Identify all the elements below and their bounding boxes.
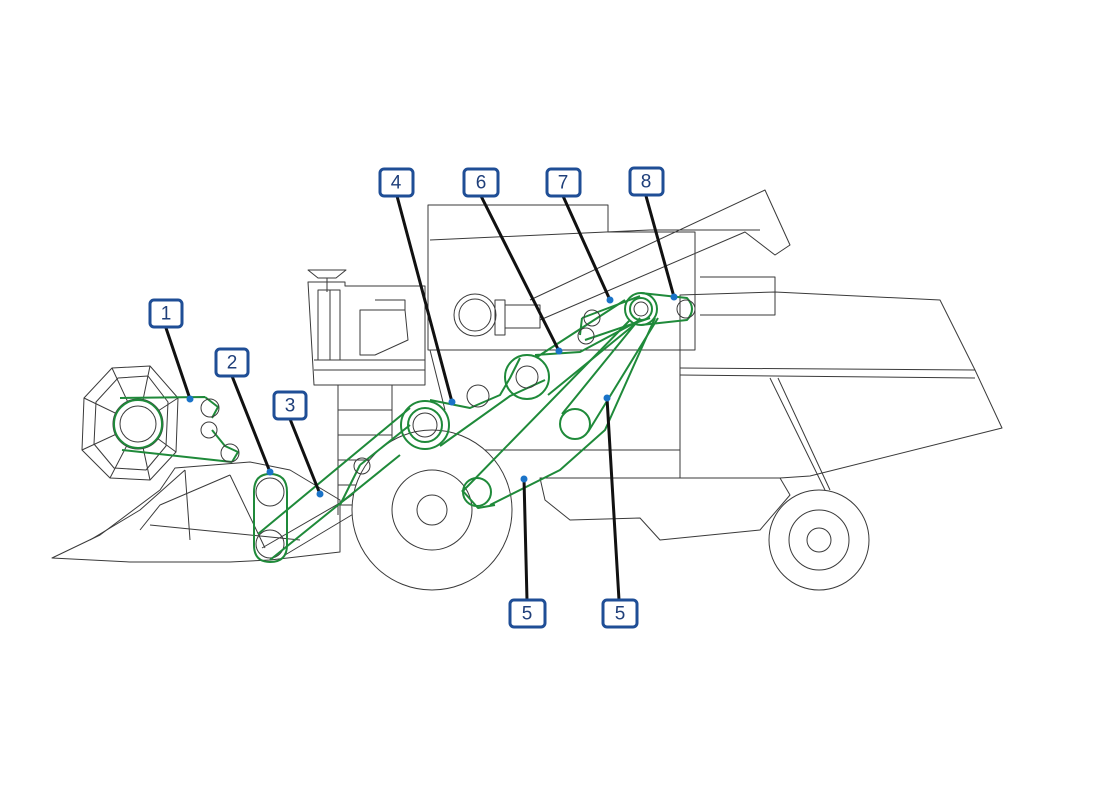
callout-7: 7	[547, 169, 614, 304]
callout-8-label: 8	[641, 172, 652, 193]
callout-3-leader	[290, 419, 320, 494]
callout-6: 6	[464, 169, 563, 355]
callout-4-label: 4	[391, 173, 402, 194]
rear-body	[680, 292, 1002, 478]
callout-5b-label: 5	[615, 604, 626, 625]
pulley-upper-2	[578, 328, 594, 344]
callout-7-anchor	[607, 297, 614, 304]
pulley-rear-mid	[560, 409, 590, 439]
callout-2: 2	[216, 349, 274, 476]
auger-rail	[430, 230, 760, 240]
front-wheel	[352, 430, 512, 590]
engine-block	[495, 300, 505, 335]
front-tire	[352, 430, 512, 590]
callout-1-anchor	[187, 396, 194, 403]
cab-seat	[360, 300, 408, 355]
callout-3: 3	[274, 392, 324, 498]
callout-7-label: 7	[558, 173, 569, 194]
callout-5a: 5	[510, 476, 545, 628]
callout-3-anchor	[317, 491, 324, 498]
callout-5b-anchor	[604, 395, 611, 402]
callout-6-label: 6	[476, 173, 487, 194]
callout-2-label: 2	[227, 353, 238, 374]
cab-platform	[314, 360, 425, 370]
pulley-header-upper	[256, 478, 284, 506]
callout-4-anchor	[449, 399, 456, 406]
rear-step	[700, 277, 775, 315]
header-platform	[52, 462, 340, 562]
callout-5b-leader	[607, 398, 619, 600]
engine-fan-outer	[454, 294, 496, 336]
belt-main-drive	[535, 300, 640, 395]
callout-1-label: 1	[161, 304, 172, 325]
pulley-main-mid	[630, 298, 652, 320]
unloading-tube-base	[505, 305, 540, 328]
rear-tire	[769, 490, 869, 590]
pulley-cleaning-inner	[516, 366, 538, 388]
callout-5b: 5	[603, 395, 637, 628]
pulley-reel-2	[201, 422, 217, 438]
callout-8-anchor	[671, 294, 678, 301]
reel	[82, 366, 178, 480]
rear-wheel	[769, 490, 869, 590]
header-divider	[90, 470, 300, 540]
steering-wheel	[308, 270, 346, 292]
callout-2-anchor	[267, 469, 274, 476]
pulley-main-inner	[634, 302, 648, 316]
callout-8-leader	[646, 196, 674, 297]
chassis-lower	[540, 478, 790, 540]
harvester-outline	[52, 190, 1002, 590]
callout-7-leader	[563, 196, 610, 300]
belt-header-drive	[254, 474, 287, 562]
callout-5a-anchor	[521, 476, 528, 483]
callout-5a-label: 5	[522, 604, 533, 625]
belt-upper-drive-8	[641, 293, 692, 325]
callout-6-anchor	[556, 348, 563, 355]
callout-3-label: 3	[285, 396, 296, 417]
callout-5a-leader	[524, 479, 527, 600]
cab-window	[318, 290, 340, 360]
engine-fan-inner	[459, 299, 491, 331]
pulley-header-lower	[256, 530, 284, 558]
